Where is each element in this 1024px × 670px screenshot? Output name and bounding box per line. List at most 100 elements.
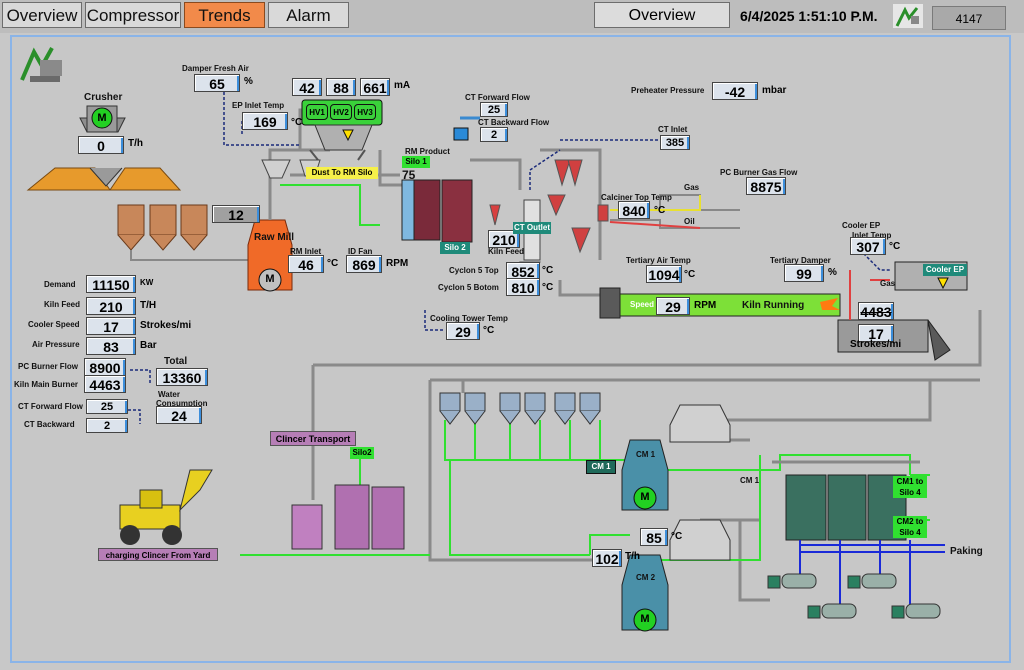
ma-value-1: 42 [292,78,322,96]
id-fan-label: ID Fan [348,247,373,256]
crusher-unit: T/h [128,138,143,149]
cooler-strokes-value: 17 [858,324,894,342]
rm-inlet-label: RM Inlet [290,247,322,256]
left-ct-backward-value: 2 [86,418,128,433]
total-value: 13360 [156,368,208,386]
clincer-transport-label: Clincer Transport [270,431,356,446]
cm1-silo4-line2: Silo 4 [899,488,921,497]
cm1-motor-icon: M [640,491,650,503]
tertiary-damper-unit: % [828,267,837,278]
tertiary-air-unit: °C [684,269,696,280]
damper-label: Damper Fresh Air [182,64,249,73]
cyclon5-bot-label: Cyclon 5 Botom [438,283,499,292]
total-label: Total [164,356,188,367]
silo1-label: Silo 1 [402,156,430,168]
cm1-side-label: CM 1 [740,476,760,485]
tertiary-damper-label: Tertiary Damper [770,256,831,265]
ma-value-3: 661 [360,78,390,96]
cement-mill-1 [621,404,731,511]
cooler-speed-value: 17 [86,317,136,335]
damper-unit: % [244,76,253,87]
overview-button[interactable]: Overview [594,2,730,28]
cooler-ep-box: Cooler EP [923,264,967,276]
raw-mill [247,219,293,292]
left-ct-backward-label: CT Backward [24,420,75,429]
kiln-feed-value: 210 [86,297,136,315]
rm-silos [401,179,501,243]
demand-unit: KW [140,278,154,287]
cooler-speed-unit: Strokes/mi [140,320,192,331]
wheel-loader-icon [119,469,213,545]
transport-silos [291,484,405,550]
ep-inlet-value: 169 [242,112,288,130]
cement-silos [772,460,920,541]
dust-to-rm-silo-label: Dust To RM Silo [306,167,378,179]
paking-label: Paking [950,546,983,557]
calciner-unit: °C [654,205,666,216]
cm2-to-silo4: CM2 to Silo 4 [893,516,927,538]
hv3-button[interactable]: HV3 [354,104,376,120]
preheater-value: -42 [712,82,758,100]
cyclon5-bot-value: 810 [506,278,540,296]
cooler-ep-value: 307 [850,237,886,255]
ct-backward-value: 2 [480,127,508,142]
pc-burner-label: PC Burner Flow [18,362,79,371]
cm1-label: CM 1 [636,450,656,459]
cooler-ep-label1: Cooler EP [842,221,881,230]
cm-temp-value: 85 [640,528,668,546]
cm2-silo4-line2: Silo 4 [899,528,921,537]
kiln-speed-label: Speed [630,300,655,309]
silo2-transport-label: Silo2 [350,447,374,459]
cm2-silo4-line1: CM2 to [896,517,924,526]
ct-backward-label: CT Backward Flow [478,118,550,127]
tab-overview[interactable]: Overview [2,2,82,28]
tertiary-air-label: Tertiary Air Temp [626,256,691,265]
cm2-motor-icon: M [640,613,650,625]
kiln-status: Kiln Running [742,300,805,311]
gas-label: Gas [684,183,700,192]
cyclon5-top-value: 852 [506,262,540,280]
kiln-feed-box-value: 210 [488,230,520,248]
demand-value: 11150 [86,275,136,293]
ct-inlet-label: CT Inlet [658,125,688,134]
silo-feed-value: 12 [212,205,260,223]
cooler-gas-value: 4483 [858,302,894,320]
pc-burner-gas-value: 8875 [746,177,786,195]
cooler-ep-unit: °C [889,241,901,252]
rm-inlet-value: 46 [288,255,324,273]
kiln-main-label: Kiln Main Burner [14,380,79,389]
cooler-ep-label2: Inlet Temp [852,231,892,240]
ma-value-2: 88 [326,78,356,96]
cooling-tower-unit: °C [483,325,495,336]
tertiary-air-value: 1094 [646,265,682,283]
water-label1: Water [158,390,180,399]
air-pressure-unit: Bar [140,340,157,351]
ct-outlet-tag: CT Outlet [513,222,551,234]
hv1-button[interactable]: HV1 [306,104,328,120]
datetime-display: 6/4/2025 1:51:10 P.M. [740,8,878,24]
kiln-speed-value: 29 [656,297,690,315]
tab-alarm[interactable]: Alarm [268,2,349,28]
user-badge: 4147 [932,6,1006,30]
ct-inlet-value: 385 [660,135,690,150]
ct-forward-label: CT Forward Flow [465,93,530,102]
air-pressure-label: Air Pressure [32,340,80,349]
preheater-unit: mbar [762,85,787,96]
damper-value: 65 [194,74,240,92]
id-fan-unit: RPM [386,258,409,269]
hv2-button[interactable]: HV2 [330,104,352,120]
kiln-speed-unit: RPM [694,300,717,311]
trucks [767,573,941,619]
left-ct-forward-label: CT Forward Flow [18,402,83,411]
left-ct-forward-value: 25 [86,399,128,414]
ct-forward-value: 25 [480,102,508,117]
tab-compressor[interactable]: Compressor [85,2,181,28]
water-value: 24 [156,406,202,424]
cm1-silo4-line1: CM1 to [896,477,924,486]
raw-mill-label: Raw Mill [254,232,295,243]
cm1-tag: CM 1 [586,460,616,474]
tab-trends[interactable]: Trends [184,2,265,28]
oil-label: Oil [684,217,695,226]
cooler-gas-label: Gas [880,279,896,288]
